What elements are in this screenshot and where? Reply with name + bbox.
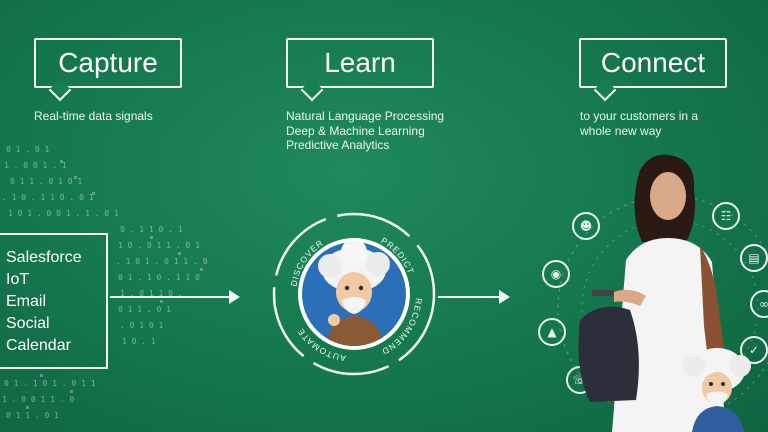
source-social: Social xyxy=(6,315,50,332)
svg-text:1 0 . 0 1 1 . 0 1: 1 0 . 0 1 1 . 0 1 xyxy=(118,241,200,250)
tag-icon: ▲ xyxy=(538,318,566,346)
capture-caption: Real-time data signals xyxy=(34,109,153,124)
data-sources-box: Salesforce IoT Email Social Calendar xyxy=(0,233,108,369)
svg-text:1 . 0 0 1 . 1: 1 . 0 0 1 . 1 xyxy=(4,161,67,170)
bar-chart-icon: ▤ xyxy=(740,244,768,272)
learn-caption: Natural Language Processing Deep & Machi… xyxy=(286,109,444,153)
learn-line: Predictive Analytics xyxy=(286,138,390,152)
source-salesforce: Salesforce xyxy=(6,249,82,266)
location-pin-icon: ◉ xyxy=(542,260,570,288)
connect-bubble: Connect xyxy=(579,38,727,102)
thumbs-up-icon: ✓ xyxy=(740,336,768,364)
source-calendar: Calendar xyxy=(6,337,71,354)
bubble-tail xyxy=(593,78,617,102)
data-stream-graphic: 0 1 . 0 1 1 . 0 0 1 . 1 0 1 1 . 0 1 0 1 … xyxy=(2,145,208,420)
learn-line: Deep & Machine Learning xyxy=(286,123,425,138)
svg-text:1 . 0 1 1 0 .: 1 . 0 1 1 0 . xyxy=(120,289,183,298)
source-email: Email xyxy=(6,293,47,310)
connect-line: to your customers in a xyxy=(580,109,699,123)
capture-bubble: Capture xyxy=(34,38,182,102)
learn-bubble: Learn xyxy=(286,38,434,102)
einstein-mascot-small xyxy=(683,348,751,432)
svg-text:0 1 1 . 0 1: 0 1 1 . 0 1 xyxy=(6,411,59,420)
svg-text:. 0 1 0 1: . 0 1 0 1 xyxy=(120,321,164,330)
svg-text:1 0 1 . 0 0 1 . 1 . 0 1: 1 0 1 . 0 0 1 . 1 . 0 1 xyxy=(8,209,119,218)
svg-text:. 1 0 1 . 0 1 1 . 0: . 1 0 1 . 0 1 1 . 0 xyxy=(116,257,208,266)
capture-title: Capture xyxy=(58,47,158,78)
svg-text:0 1 1 . 0 1: 0 1 1 . 0 1 xyxy=(118,305,171,314)
svg-text:1 . 0 0 1 1 . 0: 1 . 0 0 1 1 . 0 xyxy=(2,395,74,404)
bubble-tail xyxy=(48,78,72,102)
bubble-tail xyxy=(300,78,324,102)
einstein-mascot xyxy=(298,238,410,350)
svg-text:1 0 . 1: 1 0 . 1 xyxy=(122,337,156,346)
svg-text:0 . 1 1 0 . 1: 0 . 1 1 0 . 1 xyxy=(120,225,183,234)
svg-text:0 1 1 . 0 1 0 1: 0 1 1 . 0 1 0 1 xyxy=(10,177,82,186)
svg-text:0 1 . 0 1: 0 1 . 0 1 xyxy=(6,145,50,154)
learn-line: Natural Language Processing xyxy=(286,109,445,123)
connect-line: whole new way xyxy=(580,123,662,138)
arrow-learn-to-connect xyxy=(438,290,510,304)
people-icon: ☻ xyxy=(572,212,600,240)
svg-text:. 1 0 . 1 1 0 . 0 1: . 1 0 . 1 1 0 . 0 1 xyxy=(2,193,94,202)
svg-text:0 1 . 1 0 . 1 1 0: 0 1 . 1 0 . 1 1 0 xyxy=(118,273,200,282)
connect-caption: to your customers in a whole new way xyxy=(580,109,698,138)
link-icon: ∞ xyxy=(750,290,768,318)
cart-icon: ☷ xyxy=(712,202,740,230)
learn-title: Learn xyxy=(324,47,396,78)
capture-line: Real-time data signals xyxy=(34,109,153,123)
source-iot: IoT xyxy=(6,271,30,288)
svg-text:0 1 . 1 0 1 . 0 1 1: 0 1 . 1 0 1 . 0 1 1 xyxy=(4,379,96,388)
connect-title: Connect xyxy=(600,47,706,78)
ai-cycle-ring: DISCOVER PREDICT RECOMMEND AUTOMATE xyxy=(272,212,436,376)
arrow-capture-to-learn xyxy=(110,290,240,304)
